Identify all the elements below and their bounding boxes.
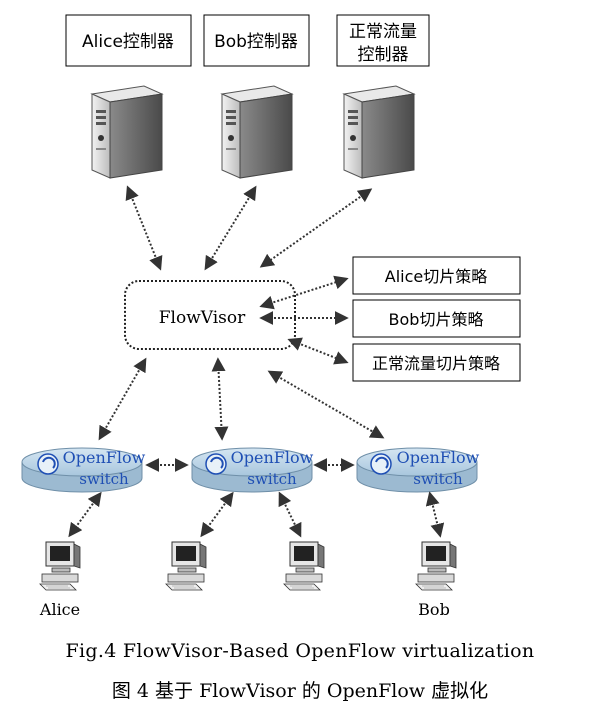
server-icon-alice bbox=[91, 85, 163, 179]
link-switch2-host2 bbox=[200, 491, 234, 538]
link-flowvisor-switch1 bbox=[98, 357, 147, 441]
switch-links bbox=[98, 357, 385, 441]
link-normal-controller bbox=[259, 188, 373, 268]
controller-normal-label-line2: 控制器 bbox=[358, 45, 409, 65]
link-switch1-alice bbox=[68, 491, 102, 538]
link-bob-controller bbox=[204, 185, 257, 271]
controller-bob-label: Bob控制器 bbox=[214, 32, 298, 52]
host-links bbox=[68, 491, 445, 538]
policy-links bbox=[259, 275, 349, 365]
switch-2: OpenFlow switch bbox=[191, 447, 314, 493]
controller-alice: Alice控制器 bbox=[65, 14, 192, 67]
link-alice-controller bbox=[125, 185, 163, 271]
link-normal-policy bbox=[287, 337, 349, 365]
switch-3-label-line1: OpenFlow bbox=[397, 448, 480, 467]
figure-caption-zh: 图 4 基于 FlowVisor 的 OpenFlow 虚拟化 bbox=[111, 680, 489, 702]
flowvisor-box: FlowVisor bbox=[124, 280, 296, 350]
policy-normal: 正常流量切片策略 bbox=[352, 343, 521, 382]
controller-normal-label-line1: 正常流量 bbox=[349, 22, 417, 42]
computer-icon-host2 bbox=[165, 541, 207, 591]
controller-normal: 正常流量 控制器 bbox=[336, 14, 430, 67]
policy-bob: Bob切片策略 bbox=[352, 299, 521, 338]
link-flowvisor-switch2 bbox=[211, 357, 229, 441]
link-alice-policy bbox=[259, 275, 349, 310]
policy-normal-label: 正常流量切片策略 bbox=[372, 354, 500, 373]
link-switch2-host3 bbox=[278, 491, 302, 538]
controller-bob: Bob控制器 bbox=[203, 14, 310, 67]
computer-icon-alice bbox=[39, 541, 81, 591]
controller-links bbox=[125, 185, 373, 271]
figure-caption-en: Fig.4 FlowVisor-Based OpenFlow virtualiz… bbox=[65, 640, 535, 662]
link-switch3-bob bbox=[425, 491, 445, 538]
flowvisor-label: FlowVisor bbox=[159, 308, 246, 328]
policy-alice: Alice切片策略 bbox=[352, 256, 521, 295]
link-flowvisor-switch3 bbox=[267, 370, 385, 439]
switch-1-label-line1: OpenFlow bbox=[63, 448, 146, 467]
switch-3-label-line2: switch bbox=[413, 470, 463, 488]
host-bob-label: Bob bbox=[418, 600, 450, 619]
server-icon-bob bbox=[221, 85, 293, 179]
controller-alice-label: Alice控制器 bbox=[82, 32, 174, 52]
switch-2-label-line2: switch bbox=[247, 470, 297, 488]
computer-icon-host3 bbox=[283, 541, 325, 591]
switch-2-label-line1: OpenFlow bbox=[231, 448, 314, 467]
flowvisor-diagram: Alice控制器 Bob控制器 正常流量 控制器 FlowVisor Alice… bbox=[21, 14, 521, 619]
switch-1: OpenFlow switch bbox=[21, 447, 146, 493]
switch-1-label-line2: switch bbox=[79, 470, 129, 488]
switch-3: OpenFlow switch bbox=[356, 447, 480, 493]
server-icon-normal bbox=[343, 85, 415, 179]
policy-bob-label: Bob切片策略 bbox=[389, 310, 484, 329]
computer-icon-bob bbox=[415, 541, 457, 591]
host-alice-label: Alice bbox=[39, 600, 80, 619]
policy-alice-label: Alice切片策略 bbox=[385, 267, 487, 286]
